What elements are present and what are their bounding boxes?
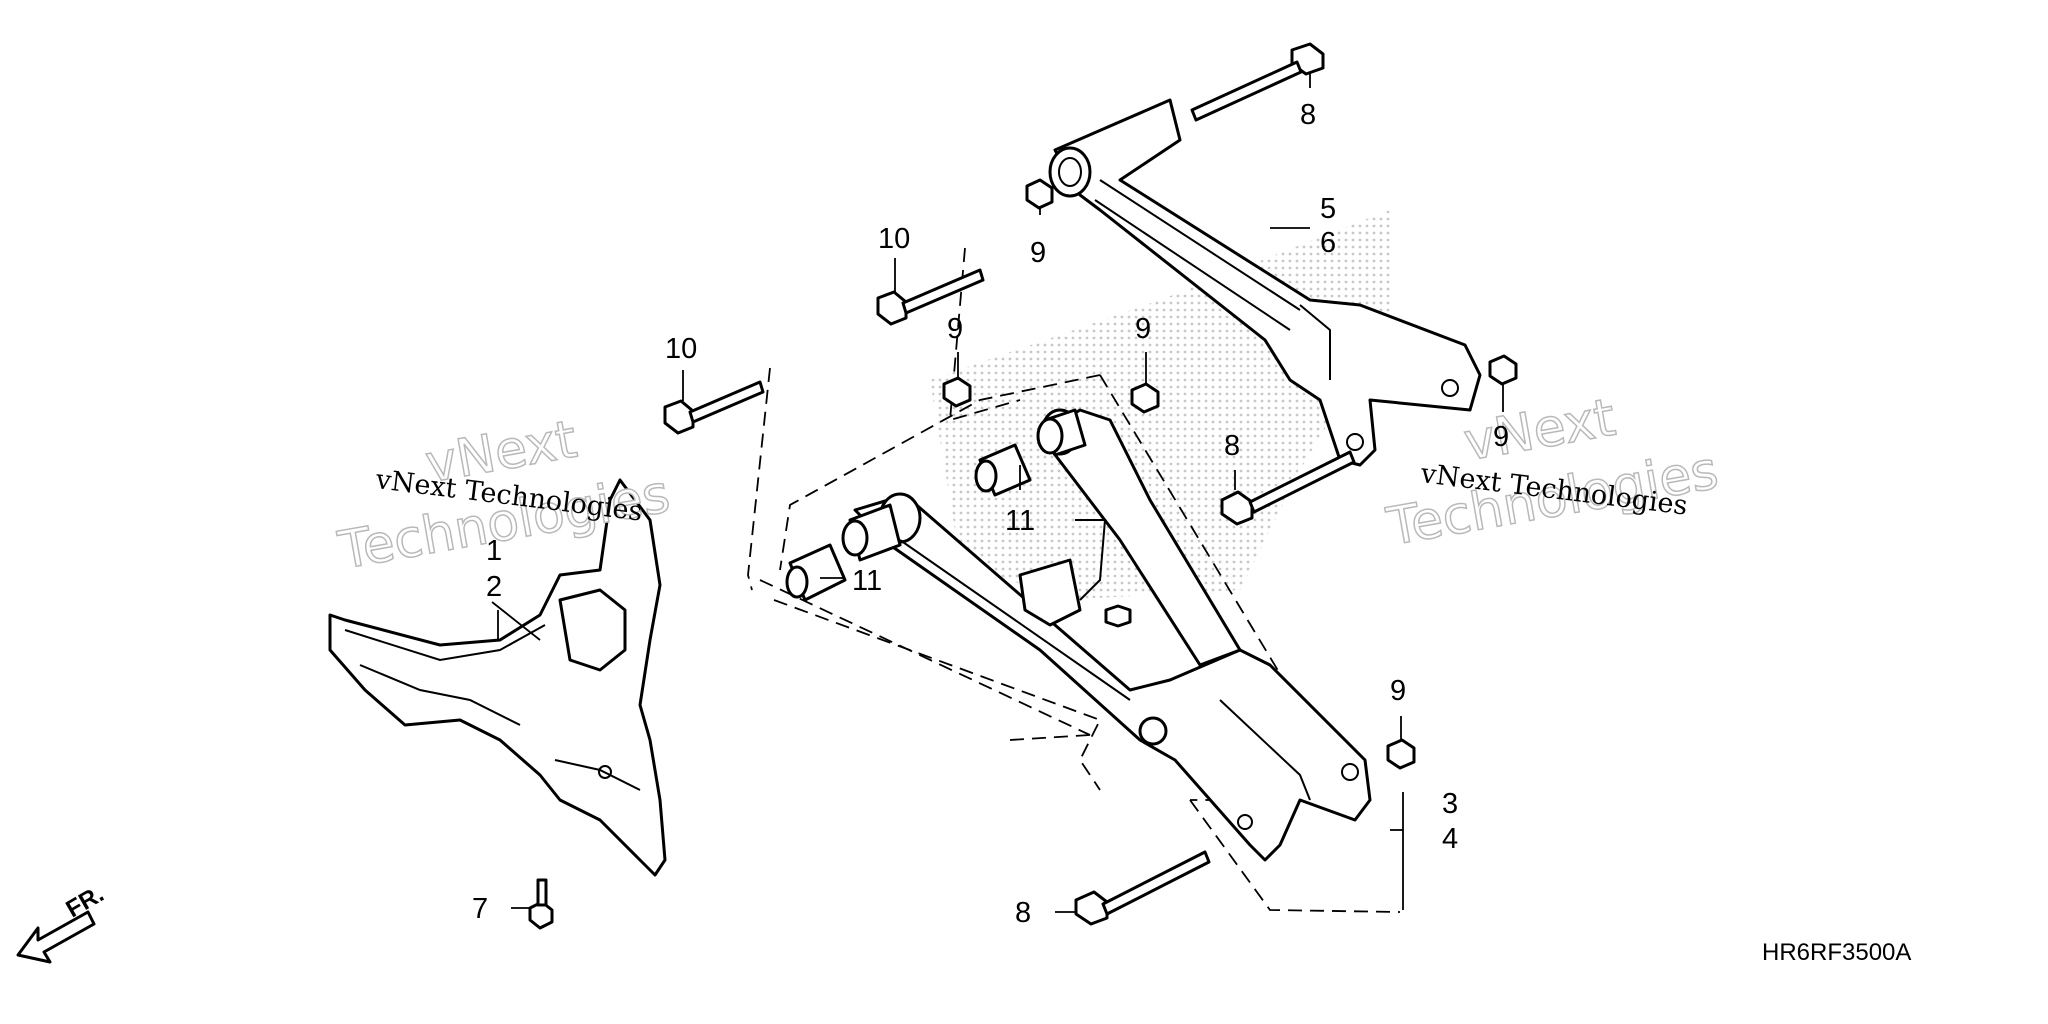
upper-arm-part-5-6	[1048, 98, 1482, 467]
callout-5: 5	[1320, 193, 1336, 225]
guard-part-1-2	[328, 478, 667, 877]
diagram-code: HR6RF3500A	[1762, 939, 1911, 966]
bushing-part-11-lower	[785, 543, 847, 602]
front-direction-indicator: FR.	[16, 880, 109, 964]
callout-8-bottom: 8	[1015, 897, 1031, 929]
callout-10-upper: 10	[878, 223, 910, 255]
callout-2: 2	[486, 571, 502, 603]
nut-part-9-c	[1130, 382, 1160, 414]
collar-tubes	[841, 408, 1087, 562]
callout-11-upper: 11	[1005, 505, 1035, 537]
callout-1: 1	[486, 535, 502, 567]
nut-part-9-d	[1488, 354, 1518, 386]
bolt-part-10-upper	[876, 268, 985, 326]
bolt-part-8-bottom	[1074, 850, 1211, 926]
callout-11-lower: 11	[852, 565, 882, 597]
callout-8-top: 8	[1300, 99, 1316, 131]
callout-3: 3	[1442, 788, 1458, 820]
callout-6: 6	[1320, 227, 1336, 259]
callout-9-e: 9	[1390, 675, 1406, 707]
callout-labels: 1 2 3 4 5 6 7 8 8 8 9 9 9 9 9 10 10 11 1…	[472, 99, 1509, 929]
callout-9-b: 9	[947, 313, 963, 345]
nut-part-9-b	[942, 376, 972, 408]
bolt-part-8-top	[1190, 42, 1325, 122]
bolt-part-10-lower	[663, 380, 765, 435]
bolt-part-8-middle	[1220, 450, 1356, 526]
callout-9-c: 9	[1135, 313, 1151, 345]
bushing-part-11-upper	[974, 443, 1032, 497]
callout-4: 4	[1442, 823, 1458, 855]
callout-9-d: 9	[1493, 421, 1509, 453]
front-label: FR.	[62, 880, 109, 923]
front-arrow-icon	[16, 910, 96, 964]
bolt-part-7	[528, 878, 554, 930]
callout-7: 7	[472, 893, 488, 925]
nut-part-9-e	[1386, 738, 1416, 770]
callout-8-middle: 8	[1224, 430, 1240, 462]
callout-9-a: 9	[1030, 237, 1046, 269]
callout-10-lower: 10	[665, 333, 697, 365]
leader-lines	[491, 72, 1504, 913]
nut-part-9-a	[1025, 178, 1054, 210]
